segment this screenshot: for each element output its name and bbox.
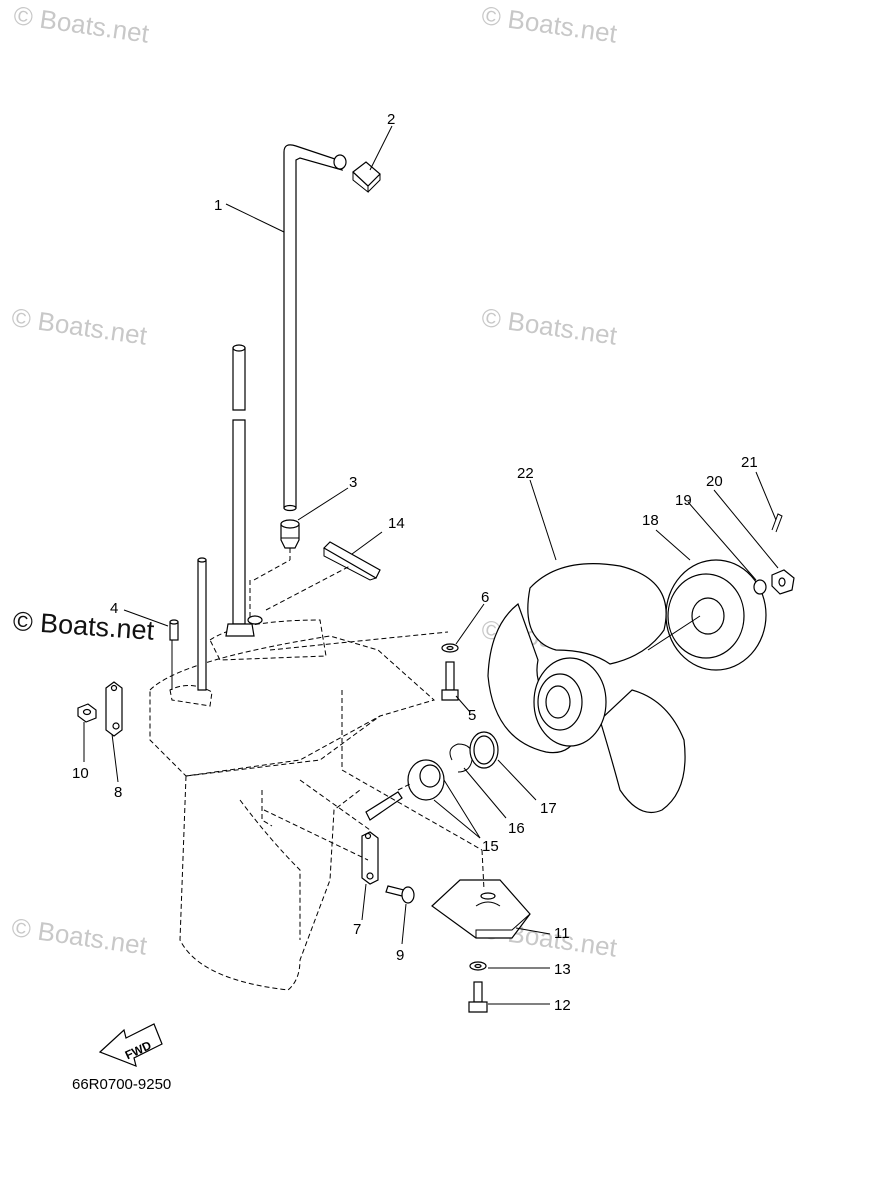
part-13-washer <box>469 961 487 971</box>
diagram-code: 66R0700-9250 <box>72 1076 172 1093</box>
part-1-water-tube <box>283 144 347 512</box>
drive-shaft <box>197 344 263 691</box>
callout-7: 7 <box>353 921 361 938</box>
part-10-nut <box>77 703 97 723</box>
callout-18: 18 <box>642 512 659 529</box>
part-6-washer <box>441 643 459 653</box>
part-9-screw <box>385 885 415 904</box>
part-22-propeller <box>487 563 686 814</box>
part-12-bolt <box>468 981 488 1013</box>
callout-10: 10 <box>72 765 89 782</box>
callout-8: 8 <box>114 784 122 801</box>
callout-11: 11 <box>554 925 570 942</box>
part-7-clip-plate <box>361 831 379 885</box>
callout-19: 19 <box>675 492 692 509</box>
callout-numbers: 1 2 3 4 5 6 7 8 9 10 11 12 13 14 15 16 1… <box>72 111 758 1014</box>
callout-1: 1 <box>214 197 222 214</box>
callout-6: 6 <box>481 589 489 606</box>
callout-16: 16 <box>508 820 525 837</box>
part-20-nut <box>771 569 795 595</box>
callout-14: 14 <box>388 515 405 532</box>
callout-15: 15 <box>482 838 499 855</box>
part-16-circlip <box>449 743 473 773</box>
callout-13: 13 <box>554 961 571 978</box>
part-2-grommet <box>352 161 381 194</box>
part-3-seal <box>280 519 300 549</box>
callout-9: 9 <box>396 947 404 964</box>
part-8-clip-plate <box>105 681 123 737</box>
part-4-dowel-pin <box>169 619 179 641</box>
part-21-cotter-pin <box>771 513 783 533</box>
callout-12: 12 <box>554 997 571 1014</box>
callout-17: 17 <box>540 800 557 817</box>
callout-2: 2 <box>387 111 395 128</box>
lower-case-outline <box>149 619 436 991</box>
part-5-bolt <box>441 661 459 701</box>
callout-21: 21 <box>741 454 758 471</box>
part-19-washer <box>753 579 767 595</box>
callout-22: 22 <box>517 465 534 482</box>
part-14-grommet <box>323 541 381 581</box>
fwd-arrow-icon: FWD <box>98 1023 163 1067</box>
callout-5: 5 <box>468 707 476 724</box>
part-11-anode <box>431 879 531 939</box>
callout-4: 4 <box>110 600 118 617</box>
part-18-spacer <box>665 559 767 671</box>
part-17-o-ring <box>469 731 499 769</box>
leader-lines <box>83 125 779 1005</box>
callout-3: 3 <box>349 474 357 491</box>
callout-20: 20 <box>706 473 723 490</box>
